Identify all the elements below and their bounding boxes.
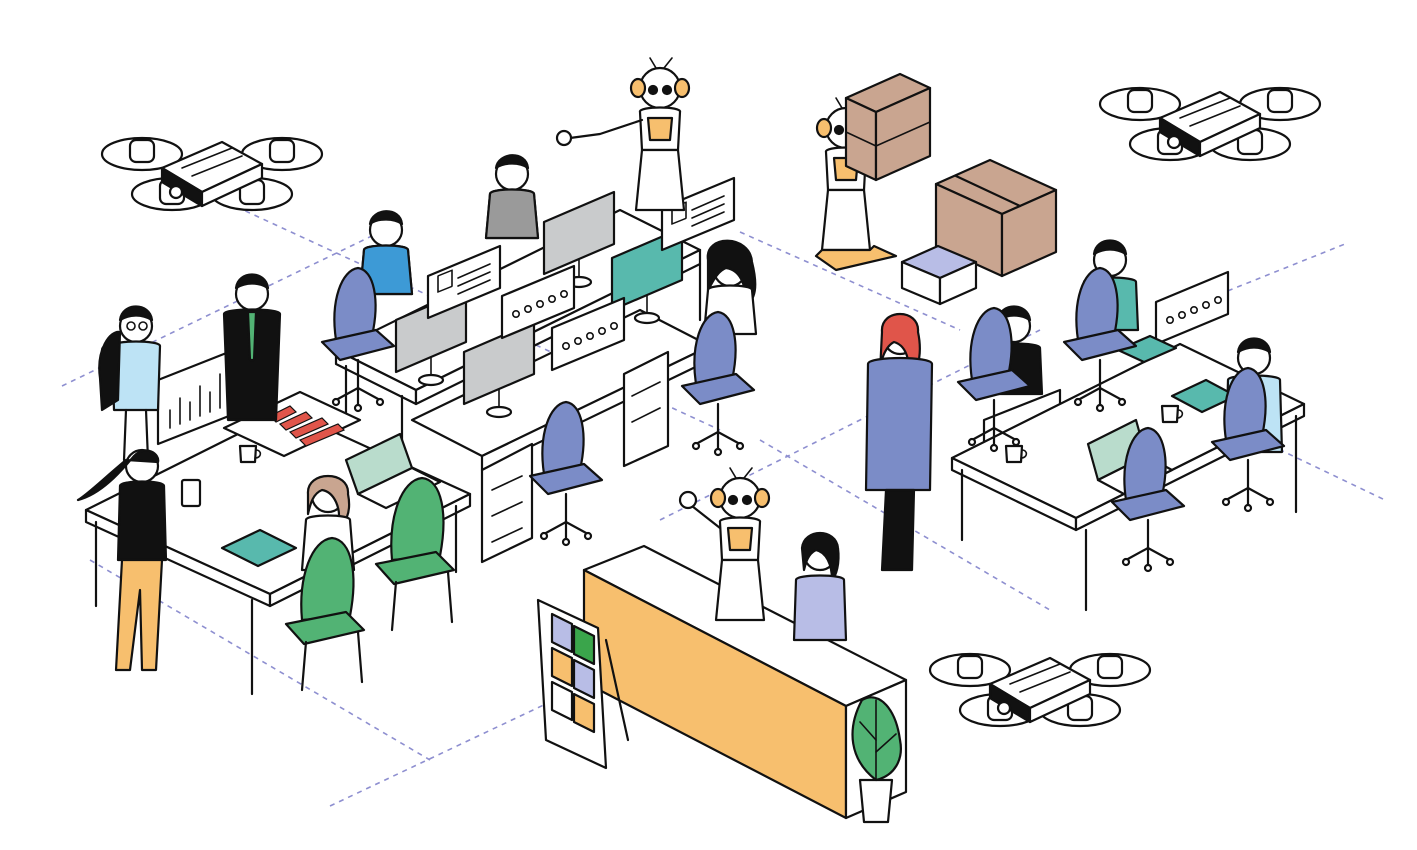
- panel-profile-right: [660, 176, 736, 252]
- robot-carrying-boxes: [814, 96, 898, 272]
- person-woman-walking: [864, 312, 934, 572]
- panel-chart-left: [156, 348, 236, 446]
- potted-plant: [851, 696, 902, 824]
- receptionist: [792, 532, 848, 642]
- tablet-right-2: [1116, 334, 1178, 364]
- panel-dots-3: [1154, 270, 1230, 346]
- panel-profile-left: [426, 244, 502, 320]
- brochure-stand: [536, 598, 630, 770]
- robot-waving: [678, 466, 771, 622]
- box-lavender: [900, 244, 978, 306]
- person-yellow-pants: [76, 448, 202, 672]
- robot-pointing: [555, 56, 691, 212]
- box-stack-held: [844, 72, 932, 182]
- drone-top-right: [1098, 86, 1322, 162]
- chair-black-left: [98, 330, 122, 412]
- person-grey-sweater: [484, 154, 540, 240]
- tablet-left: [220, 528, 298, 568]
- drone-top-left: [100, 136, 324, 212]
- person-suit: [222, 273, 282, 422]
- drone-bottom-right: [928, 652, 1152, 728]
- document-bar-chart: [222, 390, 362, 458]
